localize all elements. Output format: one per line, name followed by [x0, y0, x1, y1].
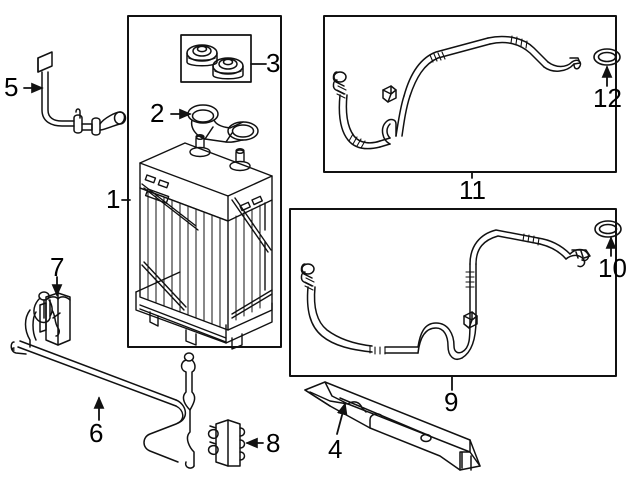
callout-label-8[interactable]: 8 [266, 428, 281, 458]
panel-box-11 [323, 15, 617, 173]
callout-label-9[interactable]: 9 [444, 387, 459, 417]
part-air-deflector [304, 381, 481, 471]
part-sensor-harness [37, 51, 127, 136]
callout-label-10[interactable]: 10 [598, 253, 627, 283]
panel-box-1 [127, 15, 282, 348]
callout-leaders [23, 63, 617, 449]
part-oil-cooler-tube [10, 291, 196, 469]
callout-label-6[interactable]: 6 [89, 418, 104, 448]
callout-label-5[interactable]: 5 [4, 72, 19, 102]
part-insulator-b [212, 57, 244, 80]
part-retaining-clip [207, 419, 246, 467]
part-oring-upper [593, 48, 621, 66]
part-mounting-bracket [187, 104, 259, 143]
callout-label-12[interactable]: 12 [593, 83, 622, 113]
panel-box-3 [180, 34, 252, 83]
part-oring-lower [594, 220, 622, 238]
callout-label-1[interactable]: 1 [106, 184, 121, 214]
part-hose-upper [332, 35, 582, 150]
part-radiator-assembly [135, 133, 273, 350]
callout-label-4[interactable]: 4 [328, 434, 343, 464]
part-hose-lower [300, 229, 591, 360]
callout-label-11[interactable]: 11 [459, 175, 486, 205]
part-insulator-a [186, 44, 218, 67]
callout-label-3[interactable]: 3 [266, 48, 281, 78]
callout-label-2[interactable]: 2 [150, 98, 165, 128]
panel-box-9 [289, 208, 617, 377]
callout-label-7[interactable]: 7 [50, 252, 65, 282]
